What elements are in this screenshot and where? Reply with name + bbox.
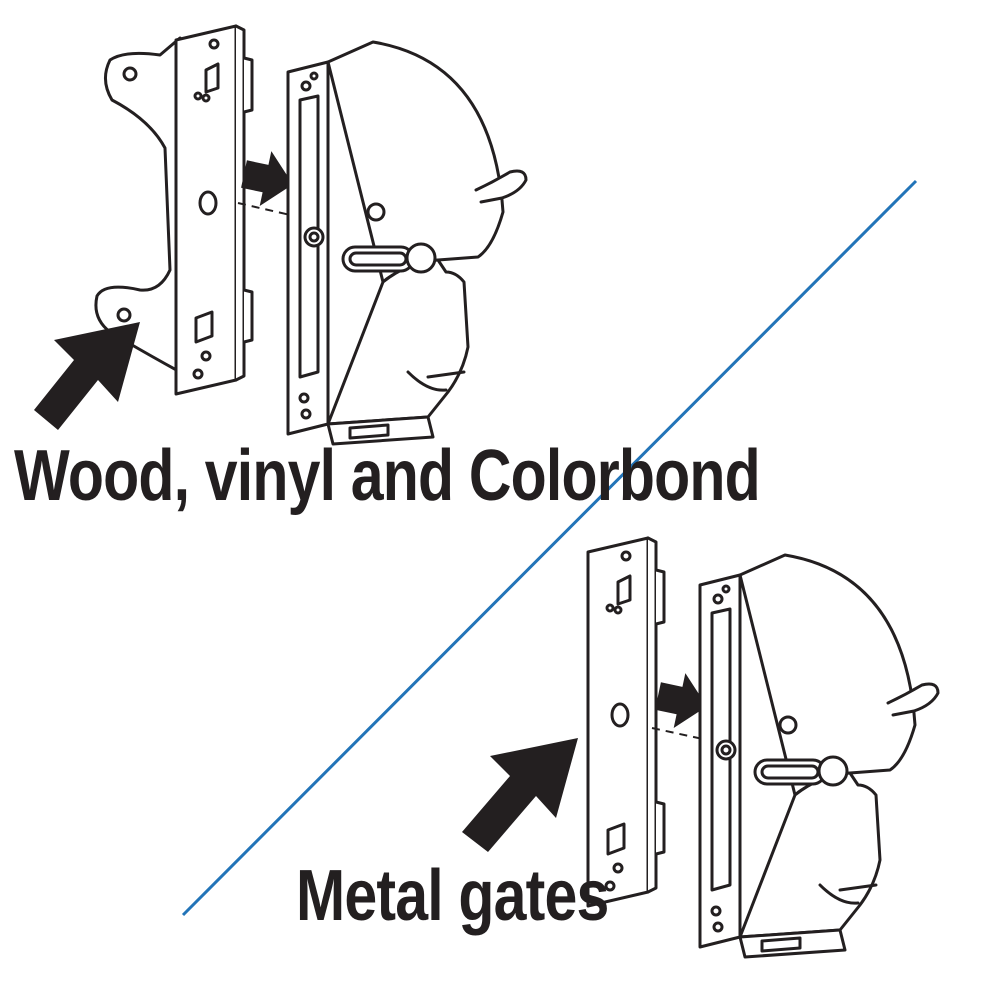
mount-plate xyxy=(586,536,666,908)
caption-wood-vinyl-colorbond: Wood, vinyl and Colorbond xyxy=(14,436,761,516)
top-assembly xyxy=(34,24,528,446)
angle-bracket xyxy=(94,36,182,374)
pointer-arrow-icon xyxy=(462,738,578,852)
latch-body xyxy=(698,553,940,959)
mount-plate xyxy=(174,24,254,396)
bottom-assembly xyxy=(462,536,940,959)
latch-body xyxy=(286,40,528,446)
caption-metal-gates: Metal gates xyxy=(296,856,609,936)
pointer-arrow-icon xyxy=(34,322,140,430)
divider-line xyxy=(181,179,918,917)
